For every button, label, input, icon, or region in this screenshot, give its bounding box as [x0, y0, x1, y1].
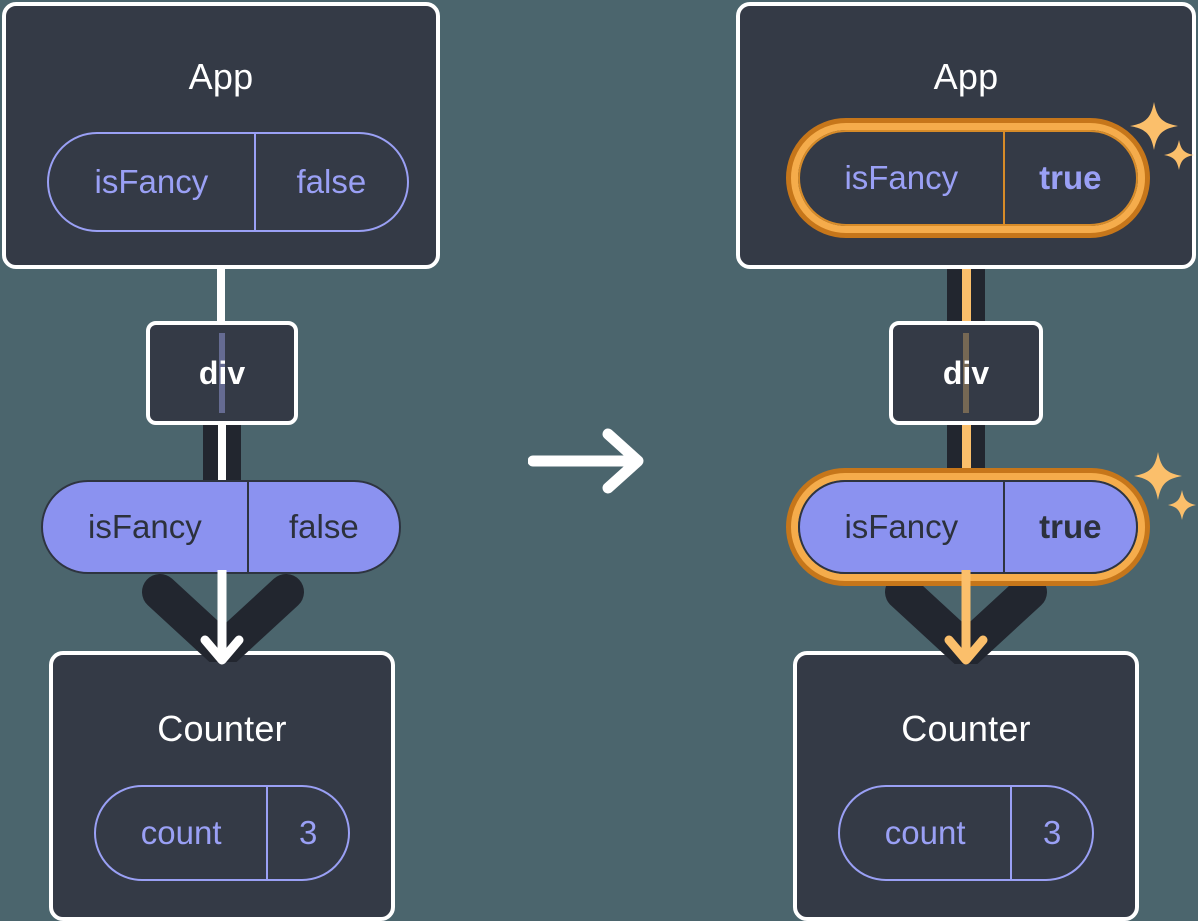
- dom-node-label: div: [942, 354, 990, 391]
- component-title-app-after: App: [933, 56, 999, 97]
- flow-arrow-before: [196, 570, 248, 668]
- state-pill-value: false: [253, 134, 407, 230]
- state-pill-key: count: [140, 814, 222, 851]
- prop-pill-key: isFancy: [88, 508, 202, 545]
- flow-arrow-after: [940, 570, 992, 668]
- prop-pill-after-highlight: isFancy true: [786, 468, 1150, 586]
- prop-pill-value: false: [246, 482, 399, 572]
- state-pill-value: true: [1002, 132, 1136, 224]
- prop-pill-after: isFancy true: [798, 480, 1138, 574]
- component-box-app-before: App isFancy false: [2, 2, 440, 269]
- prop-pill-key: isFancy: [844, 508, 959, 545]
- state-pill-counter-before: count 3: [94, 785, 350, 881]
- connector-app-to-div-before: [217, 268, 225, 328]
- component-box-counter-before: Counter count 3: [49, 651, 395, 921]
- component-box-counter-after: Counter count 3: [793, 651, 1139, 921]
- state-pill-app-after: isFancy true: [798, 130, 1138, 226]
- state-pill-key: count: [884, 814, 966, 851]
- state-pill-counter-after: count 3: [838, 785, 1094, 881]
- state-pill-value: 3: [1010, 787, 1092, 879]
- component-title-counter-after: Counter: [901, 708, 1031, 749]
- state-pill-key: isFancy: [844, 159, 959, 196]
- dom-node-div-after: div: [889, 321, 1043, 425]
- divbox-inner-line: [219, 333, 225, 413]
- state-pill-key: isFancy: [94, 163, 209, 200]
- divbox-inner-line: [963, 333, 969, 413]
- component-title-counter-before: Counter: [157, 708, 287, 749]
- sparkles-prop-after: [1132, 448, 1198, 536]
- dom-node-label: div: [198, 354, 246, 391]
- prop-pill-value: true: [1002, 482, 1136, 572]
- prop-pill-before: isFancy false: [41, 480, 401, 574]
- connector-div-to-prop-before: [203, 423, 241, 485]
- state-pill-app-before: isFancy false: [47, 132, 409, 232]
- state-pill-app-after-highlight: isFancy true: [786, 118, 1150, 238]
- sparkles-app-after: [1126, 98, 1198, 188]
- transition-arrow: [528, 425, 650, 497]
- state-pill-value: 3: [266, 787, 348, 879]
- highlight-ring-inner: [791, 123, 1145, 233]
- component-title-app-before: App: [188, 56, 254, 97]
- dom-node-div-before: div: [146, 321, 298, 425]
- highlight-ring-outer: [786, 118, 1150, 238]
